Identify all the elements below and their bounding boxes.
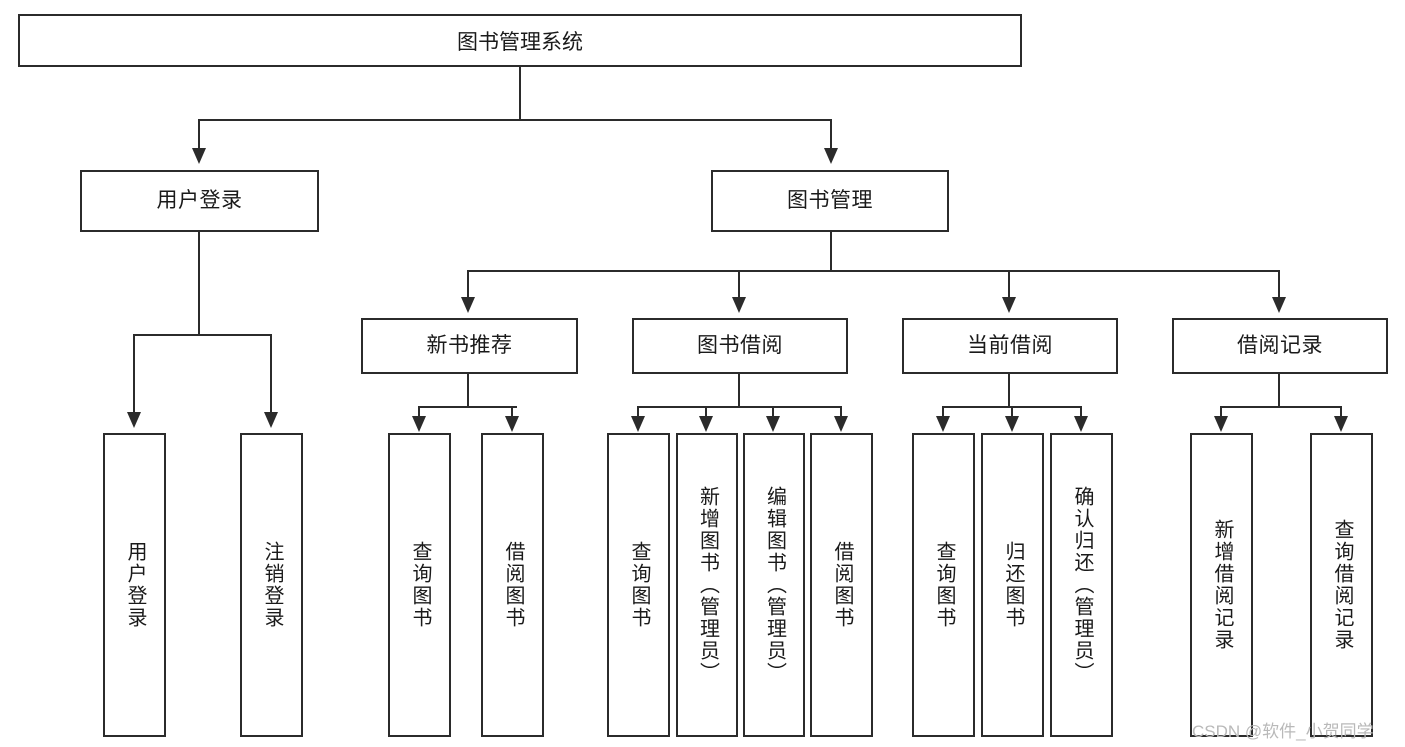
edge-current-leg-1	[942, 406, 944, 417]
node-label: 编辑图书（管理员）	[763, 486, 786, 684]
arrow-userlogin-leaf-2	[264, 412, 278, 428]
node-label: 借阅记录	[1237, 334, 1323, 358]
node-label: 查询图书	[409, 541, 431, 629]
edge-borrow-leg-2	[705, 406, 707, 417]
node-label: 查询图书	[628, 541, 650, 629]
leaf-add-borrow-record[interactable]: 新增借阅记录	[1190, 433, 1253, 737]
arrow-borrow-leaf-3	[766, 416, 780, 432]
leaf-return-books[interactable]: 归还图书	[981, 433, 1044, 737]
arrow-current-leaf-2	[1005, 416, 1019, 432]
leaf-query-books-borrow[interactable]: 查询图书	[607, 433, 670, 737]
node-label: 注销登录	[261, 541, 283, 629]
node-book-borrow[interactable]: 图书借阅	[632, 318, 848, 374]
edge-userlogin-bus	[133, 334, 272, 336]
edge-bookmgmt-leg-1	[467, 270, 469, 298]
edge-newbooks-bus	[418, 406, 517, 408]
node-label: 归还图书	[1002, 541, 1024, 629]
edge-userlogin-leg-1	[133, 334, 135, 413]
arrow-newbooks-leaf-2	[505, 416, 519, 432]
edge-records-leg-2	[1340, 406, 1342, 417]
edge-root-bus	[198, 119, 832, 121]
edge-bookmgmt-leg-4	[1278, 270, 1280, 298]
edge-current-leg-3	[1080, 406, 1082, 417]
arrow-records-leaf-1	[1214, 416, 1228, 432]
node-current-borrow[interactable]: 当前借阅	[902, 318, 1118, 374]
edge-bookmgmt-leg-2	[738, 270, 740, 298]
arrow-current-leaf-1	[936, 416, 950, 432]
node-book-management[interactable]: 图书管理	[711, 170, 949, 232]
arrow-bookmgmt-to-new-books	[461, 297, 475, 313]
node-label: 用户登录	[124, 541, 146, 629]
edge-records-stem	[1278, 374, 1280, 407]
arrow-bookmgmt-to-borrow	[732, 297, 746, 313]
leaf-edit-book-admin[interactable]: 编辑图书（管理员）	[743, 433, 805, 737]
leaf-borrow-books-newbooks[interactable]: 借阅图书	[481, 433, 544, 737]
node-label: 新增借阅记录	[1211, 519, 1233, 651]
arrow-userlogin-leaf-1	[127, 412, 141, 428]
edge-root-to-book-mgmt	[830, 119, 832, 149]
node-new-book-recommend[interactable]: 新书推荐	[361, 318, 578, 374]
edge-current-stem	[1008, 374, 1010, 407]
edge-userlogin-leg-2	[270, 334, 272, 413]
leaf-borrow-books-borrow[interactable]: 借阅图书	[810, 433, 873, 737]
arrow-records-leaf-2	[1334, 416, 1348, 432]
node-root-library-system[interactable]: 图书管理系统	[18, 14, 1022, 67]
edge-root-stem	[519, 67, 521, 120]
edge-newbooks-leg-2	[511, 406, 513, 417]
node-label: 图书管理系统	[457, 30, 583, 54]
arrow-root-to-user-login	[192, 148, 206, 164]
edge-borrow-bus	[637, 406, 842, 408]
node-user-login[interactable]: 用户登录	[80, 170, 319, 232]
leaf-query-books-newbooks[interactable]: 查询图书	[388, 433, 451, 737]
leaf-query-books-current[interactable]: 查询图书	[912, 433, 975, 737]
edge-userlogin-stem	[198, 232, 200, 335]
edge-newbooks-stem	[467, 374, 469, 407]
edge-borrow-stem	[738, 374, 740, 407]
edge-root-to-user-login	[198, 119, 200, 149]
leaf-confirm-return-admin[interactable]: 确认归还（管理员）	[1050, 433, 1113, 737]
node-label: 查询图书	[933, 541, 955, 629]
node-label: 借阅图书	[502, 541, 524, 629]
node-label: 确认归还（管理员）	[1071, 486, 1093, 684]
arrow-bookmgmt-to-records	[1272, 297, 1286, 313]
node-label: 用户登录	[156, 189, 243, 213]
edge-newbooks-leg-1	[418, 406, 420, 417]
node-borrow-records[interactable]: 借阅记录	[1172, 318, 1388, 374]
leaf-logout[interactable]: 注销登录	[240, 433, 303, 737]
node-label: 图书借阅	[697, 334, 783, 358]
edge-borrow-leg-4	[840, 406, 842, 417]
arrow-root-to-book-mgmt	[824, 148, 838, 164]
leaf-query-borrow-record[interactable]: 查询借阅记录	[1310, 433, 1373, 737]
edge-borrow-leg-3	[772, 406, 774, 417]
node-label: 新书推荐	[426, 334, 513, 358]
edge-borrow-leg-1	[637, 406, 639, 417]
leaf-user-login[interactable]: 用户登录	[103, 433, 166, 737]
edge-current-leg-2	[1011, 406, 1013, 417]
node-label: 借阅图书	[831, 541, 853, 629]
arrow-newbooks-leaf-1	[412, 416, 426, 432]
arrow-current-leaf-3	[1074, 416, 1088, 432]
edge-bookmgmt-leg-3	[1008, 270, 1010, 298]
edge-bookmgmt-stem	[830, 232, 832, 271]
arrow-borrow-leaf-1	[631, 416, 645, 432]
edge-records-leg-1	[1220, 406, 1222, 417]
leaf-add-book-admin[interactable]: 新增图书（管理员）	[676, 433, 738, 737]
arrow-borrow-leaf-2	[699, 416, 713, 432]
node-label: 当前借阅	[967, 334, 1053, 358]
arrow-borrow-leaf-4	[834, 416, 848, 432]
node-label: 图书管理	[787, 189, 873, 213]
node-label: 查询借阅记录	[1331, 519, 1353, 651]
edge-bookmgmt-bus	[467, 270, 1278, 272]
arrow-bookmgmt-to-current	[1002, 297, 1016, 313]
csdn-watermark: CSDN @软件_小贺同学	[1192, 722, 1374, 741]
node-label: 新增图书（管理员）	[696, 486, 719, 684]
edge-records-bus	[1220, 406, 1342, 408]
